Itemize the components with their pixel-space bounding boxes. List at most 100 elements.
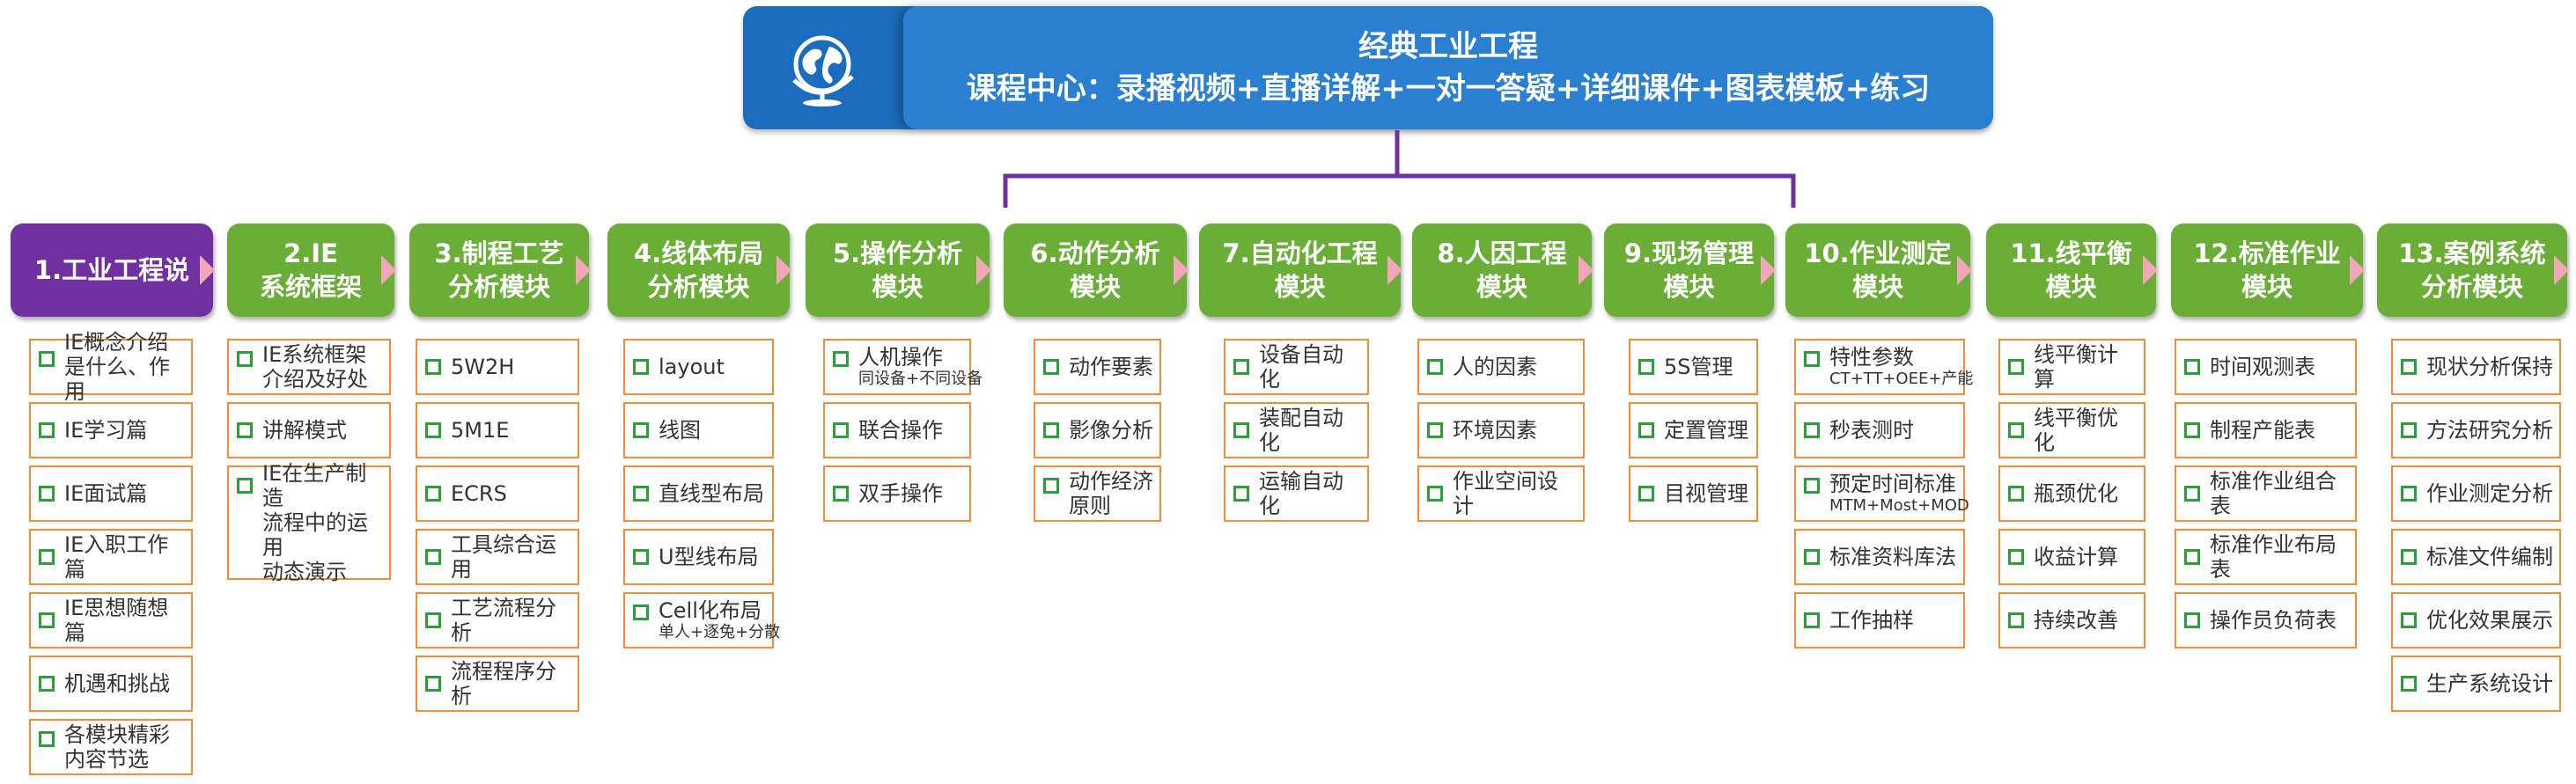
module-item[interactable]: 收益计算 xyxy=(1998,529,2145,585)
module-item[interactable]: 5S管理 xyxy=(1629,339,1758,395)
checkbox-icon xyxy=(1804,478,1820,494)
item-label: IE面试篇 xyxy=(64,481,148,506)
checkbox-icon xyxy=(1427,486,1443,502)
module-header-2[interactable]: 2.IE 系统框架 xyxy=(227,223,396,317)
module-item[interactable]: 线图 xyxy=(623,402,774,458)
module-item[interactable]: 影像分析 xyxy=(1034,402,1161,458)
module-item[interactable]: 环境因素 xyxy=(1417,402,1585,458)
module-item[interactable]: 制程产能表 xyxy=(2175,402,2357,458)
module-item[interactable]: 人机操作同设备+不同设备 xyxy=(823,339,983,395)
module-item[interactable]: 工作抽样 xyxy=(1794,592,1965,648)
module-item[interactable]: 联合操作 xyxy=(823,402,971,458)
module-item[interactable]: 机遇和挑战 xyxy=(29,656,193,712)
item-label: 工作抽样 xyxy=(1829,608,1914,633)
chevron-right-icon xyxy=(1761,255,1776,285)
checkbox-icon xyxy=(1804,351,1820,367)
module-item[interactable]: 目视管理 xyxy=(1629,465,1758,522)
module-item[interactable]: U型线布局 xyxy=(623,529,774,585)
module-item[interactable]: 人的因素 xyxy=(1417,339,1585,395)
module-item[interactable]: 作业空间设计 xyxy=(1417,465,1585,522)
module-header-8[interactable]: 8.人因工程 模块 xyxy=(1412,223,1593,317)
chevron-right-icon xyxy=(976,255,991,285)
module-item[interactable]: ECRS xyxy=(416,465,579,522)
checkbox-icon xyxy=(2184,612,2200,628)
module-header-4[interactable]: 4.线体布局 分析模块 xyxy=(607,223,791,317)
module-item[interactable]: 操作员负荷表 xyxy=(2175,592,2357,648)
module-item[interactable]: IE入职工作篇 xyxy=(29,529,193,585)
checkbox-icon xyxy=(1804,549,1820,565)
module-item[interactable]: 定置管理 xyxy=(1629,402,1758,458)
module-item[interactable]: 流程程序分析 xyxy=(416,656,579,712)
module-item[interactable]: 工艺流程分析 xyxy=(416,592,579,648)
module-item[interactable]: 线平衡优化 xyxy=(1998,402,2145,458)
checkbox-icon xyxy=(2401,422,2417,438)
module-item[interactable]: 线平衡计算 xyxy=(1998,339,2145,395)
module-item[interactable]: 生产系统设计 xyxy=(2391,656,2561,712)
module-item[interactable]: IE思想随想篇 xyxy=(29,592,193,648)
module-item[interactable]: 各模块精彩 内容节选 xyxy=(29,719,193,775)
module-header-7[interactable]: 7.自动化工程 模块 xyxy=(1199,223,1402,317)
module-item[interactable]: 5M1E xyxy=(416,402,579,458)
item-sublabel: 同设备+不同设备 xyxy=(858,370,983,388)
item-label: 双手操作 xyxy=(858,481,943,506)
module-label: 10.作业测定 模块 xyxy=(1804,238,1952,302)
module-item[interactable]: 标准作业布局表 xyxy=(2175,529,2357,585)
module-header-6[interactable]: 6.动作分析 模块 xyxy=(1004,223,1189,317)
module-header-9[interactable]: 9.现场管理 模块 xyxy=(1604,223,1776,317)
module-item[interactable]: 双手操作 xyxy=(823,465,971,522)
module-item[interactable]: IE学习篇 xyxy=(29,402,193,458)
item-label: 工艺流程分析 xyxy=(451,596,556,645)
module-item[interactable]: Cell化布局单人+逐兔+分散 xyxy=(623,592,781,648)
module-item[interactable]: 持续改善 xyxy=(1998,592,2145,648)
module-header-3[interactable]: 3.制程工艺 分析模块 xyxy=(409,223,591,317)
module-item[interactable]: IE面试篇 xyxy=(29,465,193,522)
module-item[interactable]: 设备自动化 xyxy=(1224,339,1369,395)
header-text-panel: 经典工业工程 课程中心：录播视频+直播详解+一对一答疑+详细课件+图表模板+练习 xyxy=(903,6,1993,129)
module-item[interactable]: IE概念介绍 是什么、作用 xyxy=(29,330,193,404)
module-header-12[interactable]: 12.标准作业 模块 xyxy=(2171,223,2365,317)
module-item[interactable]: layout xyxy=(623,339,774,395)
module-item[interactable]: 标准作业组合表 xyxy=(2175,465,2357,522)
module-item[interactable]: 5W2H xyxy=(416,339,579,395)
checkbox-icon xyxy=(2401,676,2417,692)
module-item[interactable]: 装配自动化 xyxy=(1224,402,1369,458)
checkbox-icon xyxy=(833,422,849,438)
module-item[interactable]: 标准资料库法 xyxy=(1794,529,1965,585)
module-item[interactable]: 工具综合运用 xyxy=(416,529,579,585)
item-sublabel: 单人+逐兔+分散 xyxy=(659,623,781,641)
checkbox-icon xyxy=(2008,549,2024,565)
module-item[interactable]: 方法研究分析 xyxy=(2391,402,2561,458)
module-item[interactable]: 优化效果展示 xyxy=(2391,592,2561,648)
module-label: 1.工业工程说 xyxy=(33,255,190,285)
module-item[interactable]: 动作经济 原则 xyxy=(1034,465,1161,522)
module-item[interactable]: 讲解模式 xyxy=(227,402,391,458)
module-header-10[interactable]: 10.作业测定 模块 xyxy=(1785,223,1972,317)
module-item[interactable]: 标准文件编制 xyxy=(2391,529,2561,585)
module-header-1[interactable]: 1.工业工程说 xyxy=(11,223,215,317)
module-header-5[interactable]: 5.操作分析 模块 xyxy=(806,223,991,317)
item-label: 定置管理 xyxy=(1664,418,1748,443)
module-item[interactable]: IE在生产制造 流程中的运用 动态演示 xyxy=(227,461,391,584)
chevron-right-icon xyxy=(2350,255,2365,285)
item-label: 线平衡计算 xyxy=(2034,342,2118,392)
module-item[interactable]: 现状分析保持 xyxy=(2391,339,2561,395)
checkbox-icon xyxy=(633,422,649,438)
module-item[interactable]: 动作要素 xyxy=(1034,339,1161,395)
module-item[interactable]: 秒表测时 xyxy=(1794,402,1965,458)
module-item[interactable]: 时间观测表 xyxy=(2175,339,2357,395)
item-label: 直线型布局 xyxy=(659,481,764,506)
chevron-right-icon xyxy=(1579,255,1593,285)
module-label: 7.自动化工程 模块 xyxy=(1222,238,1378,302)
module-header-11[interactable]: 11.线平衡 模块 xyxy=(1986,223,2158,317)
module-item[interactable]: 瓶颈优化 xyxy=(1998,465,2145,522)
checkbox-icon xyxy=(1043,478,1059,494)
item-label: 持续改善 xyxy=(2034,608,2118,633)
module-item[interactable]: 运输自动化 xyxy=(1224,465,1369,522)
module-item[interactable]: 作业测定分析 xyxy=(2391,465,2561,522)
module-item[interactable]: 直线型布局 xyxy=(623,465,774,522)
module-item[interactable]: IE系统框架 介绍及好处 xyxy=(227,339,391,395)
checkbox-icon xyxy=(425,612,441,628)
module-header-13[interactable]: 13.案例系统 分析模块 xyxy=(2377,223,2569,317)
